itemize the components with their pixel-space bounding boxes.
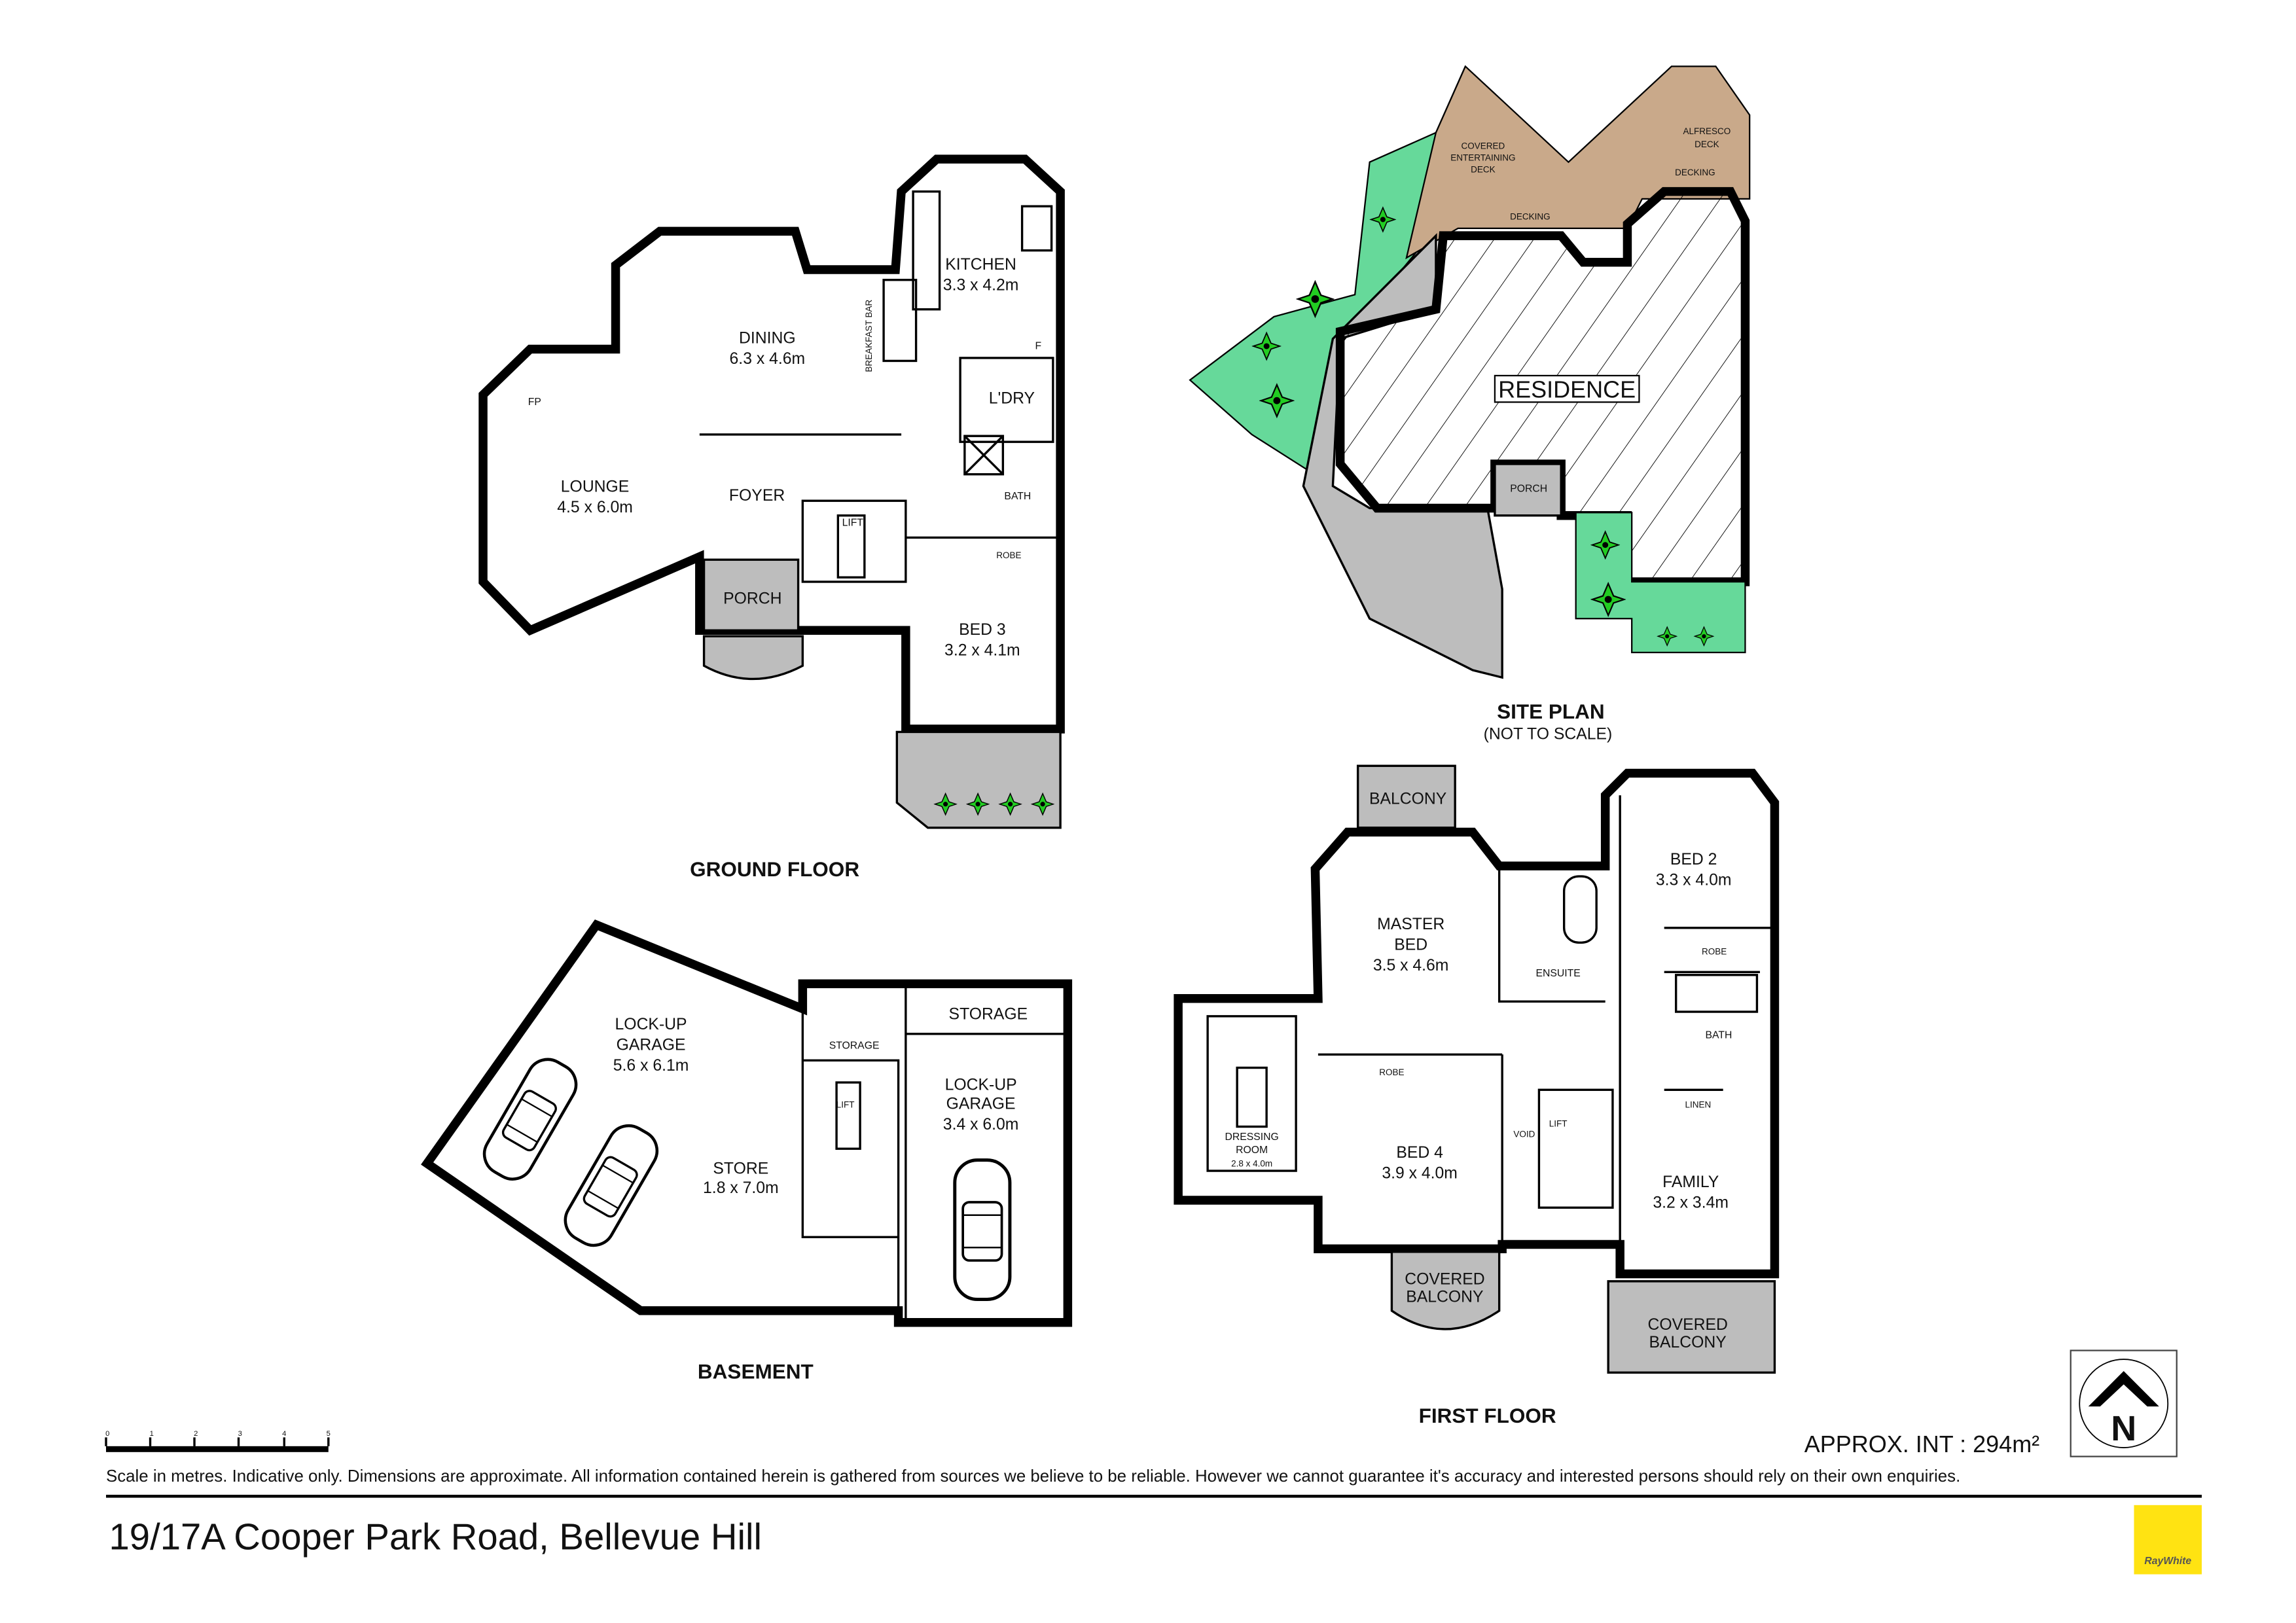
room-balcony: BALCONY <box>1369 791 1446 808</box>
property-address: 19/17A Cooper Park Road, Bellevue Hill <box>109 1516 762 1557</box>
logo-text: RayWhite <box>2144 1556 2191 1567</box>
room-dining-size: 6.3 x 4.6m <box>730 350 806 368</box>
covered-balcony-2-line1: COVERED <box>1647 1316 1727 1334</box>
covered-balcony-2-line2: BALCONY <box>1649 1334 1727 1351</box>
room-bed2: BED 2 <box>1670 851 1717 868</box>
covered-deck-line2: ENTERTAINING <box>1450 152 1515 162</box>
scale-tick-0: 0 <box>105 1430 109 1438</box>
first-floor-title: FIRST FLOOR <box>1419 1404 1556 1427</box>
garage-2-name1: LOCK-UP <box>945 1076 1017 1094</box>
raywhite-logo: RayWhite <box>2134 1505 2202 1575</box>
room-kitchen-size: 3.3 x 4.2m <box>943 276 1019 294</box>
room-master-size: 3.5 x 4.6m <box>1373 957 1449 974</box>
covered-deck-line3: DECK <box>1471 164 1496 174</box>
lift-label-basement: LIFT <box>836 1099 855 1109</box>
scale-tick-4: 4 <box>282 1430 286 1438</box>
covered-balcony-1-line2: BALCONY <box>1406 1288 1483 1306</box>
storage-1-label: STORAGE <box>949 1005 1028 1023</box>
room-lounge-size: 4.5 x 6.0m <box>557 499 633 516</box>
store-label: STORE <box>713 1160 768 1178</box>
room-dressing-size: 2.8 x 4.0m <box>1231 1158 1272 1168</box>
robe-bed2-label: ROBE <box>1702 946 1727 956</box>
fireplace-label: FP <box>528 397 541 408</box>
covered-deck-line1: COVERED <box>1462 141 1505 151</box>
garage-1-size: 5.6 x 6.1m <box>613 1057 689 1075</box>
room-dining: DINING <box>739 329 796 347</box>
storage-2-label: STORAGE <box>829 1040 880 1051</box>
alfresco-line1: ALFRESCO <box>1683 126 1731 136</box>
disclaimer: Scale in metres. Indicative only. Dimens… <box>106 1467 1960 1486</box>
decking-label-2: DECKING <box>1510 211 1551 221</box>
breakfast-bar-label: BREAKFAST BAR <box>864 300 874 372</box>
room-master-2: BED <box>1394 936 1427 954</box>
garage-2-name2: GARAGE <box>946 1096 1016 1113</box>
room-bed3-size: 3.2 x 4.1m <box>944 641 1020 659</box>
site-porch-label: PORCH <box>1510 484 1547 495</box>
room-bed2-size: 3.3 x 4.0m <box>1656 872 1732 889</box>
store-size: 1.8 x 7.0m <box>703 1179 779 1197</box>
room-bed4: BED 4 <box>1396 1144 1443 1162</box>
robe-bed4-label: ROBE <box>1379 1067 1404 1077</box>
room-laundry: L'DRY <box>989 390 1035 408</box>
room-foyer: FOYER <box>729 487 785 505</box>
ground-floor-title: GROUND FLOOR <box>690 857 859 881</box>
north-arrow-icon: N <box>2070 1349 2178 1457</box>
scale-tick-1: 1 <box>150 1430 154 1438</box>
room-porch: PORCH <box>723 590 781 608</box>
room-kitchen: KITCHEN <box>945 256 1016 274</box>
robe-label: ROBE <box>996 550 1021 560</box>
basement-plan: LOCK-UP GARAGE 5.6 x 6.1m STORAGE STORAG… <box>421 919 1073 1383</box>
scale-tick-2: 2 <box>194 1430 198 1438</box>
garage-1-name1: LOCK-UP <box>615 1016 687 1033</box>
garage-1-name2: GARAGE <box>617 1037 686 1054</box>
garage-2-size: 3.4 x 6.0m <box>943 1116 1019 1133</box>
linen-label: LINEN <box>1685 1099 1712 1109</box>
room-bed4-size: 3.9 x 4.0m <box>1382 1164 1458 1182</box>
alfresco-line2: DECK <box>1695 139 1719 149</box>
room-family: FAMILY <box>1662 1173 1719 1191</box>
room-lounge: LOUNGE <box>561 478 630 496</box>
footer: 0 1 2 3 4 5 APPROX. INT : 294m² N Scale … <box>105 1349 2202 1575</box>
lift-label-first: LIFT <box>1549 1119 1568 1129</box>
site-plan-subtitle: (NOT TO SCALE) <box>1484 726 1613 743</box>
basement-title: BASEMENT <box>698 1359 814 1383</box>
fridge-label: F <box>1035 340 1042 351</box>
residence-label: RESIDENCE <box>1498 376 1636 403</box>
decking-label-1: DECKING <box>1675 168 1715 177</box>
room-dressing-2: ROOM <box>1236 1145 1268 1156</box>
room-bath-first: BATH <box>1706 1030 1732 1041</box>
footer-divider <box>106 1495 2202 1498</box>
ground-floor-plan: KITCHEN 3.3 x 4.2m DINING 6.3 x 4.6m BRE… <box>478 154 1065 881</box>
north-label: N <box>2111 1409 2136 1448</box>
room-bed3: BED 3 <box>959 621 1006 639</box>
room-family-size: 3.2 x 3.4m <box>1653 1194 1729 1211</box>
approx-internal-area: APPROX. INT : 294m² <box>1804 1431 2039 1457</box>
room-ensuite: ENSUITE <box>1536 968 1581 979</box>
site-plan: COVERED ENTERTAINING DECK ALFRESCO DECK … <box>1189 65 1751 743</box>
scale-tick-3: 3 <box>238 1430 242 1438</box>
scale-tick-5: 5 <box>327 1430 331 1438</box>
covered-balcony-1-line1: COVERED <box>1405 1270 1484 1288</box>
room-dressing-1: DRESSING <box>1225 1132 1279 1143</box>
scale-bar: 0 1 2 3 4 5 <box>105 1430 331 1452</box>
void-label: VOID <box>1513 1129 1535 1139</box>
lift-label: LIFT <box>842 517 864 528</box>
site-plan-title: SITE PLAN <box>1497 700 1605 723</box>
room-master-1: MASTER <box>1377 916 1444 933</box>
room-bath: BATH <box>1004 491 1031 502</box>
first-floor-plan: BALCONY MASTER BED 3.5 x 4.6m ENSUITE BE… <box>1174 764 1780 1427</box>
